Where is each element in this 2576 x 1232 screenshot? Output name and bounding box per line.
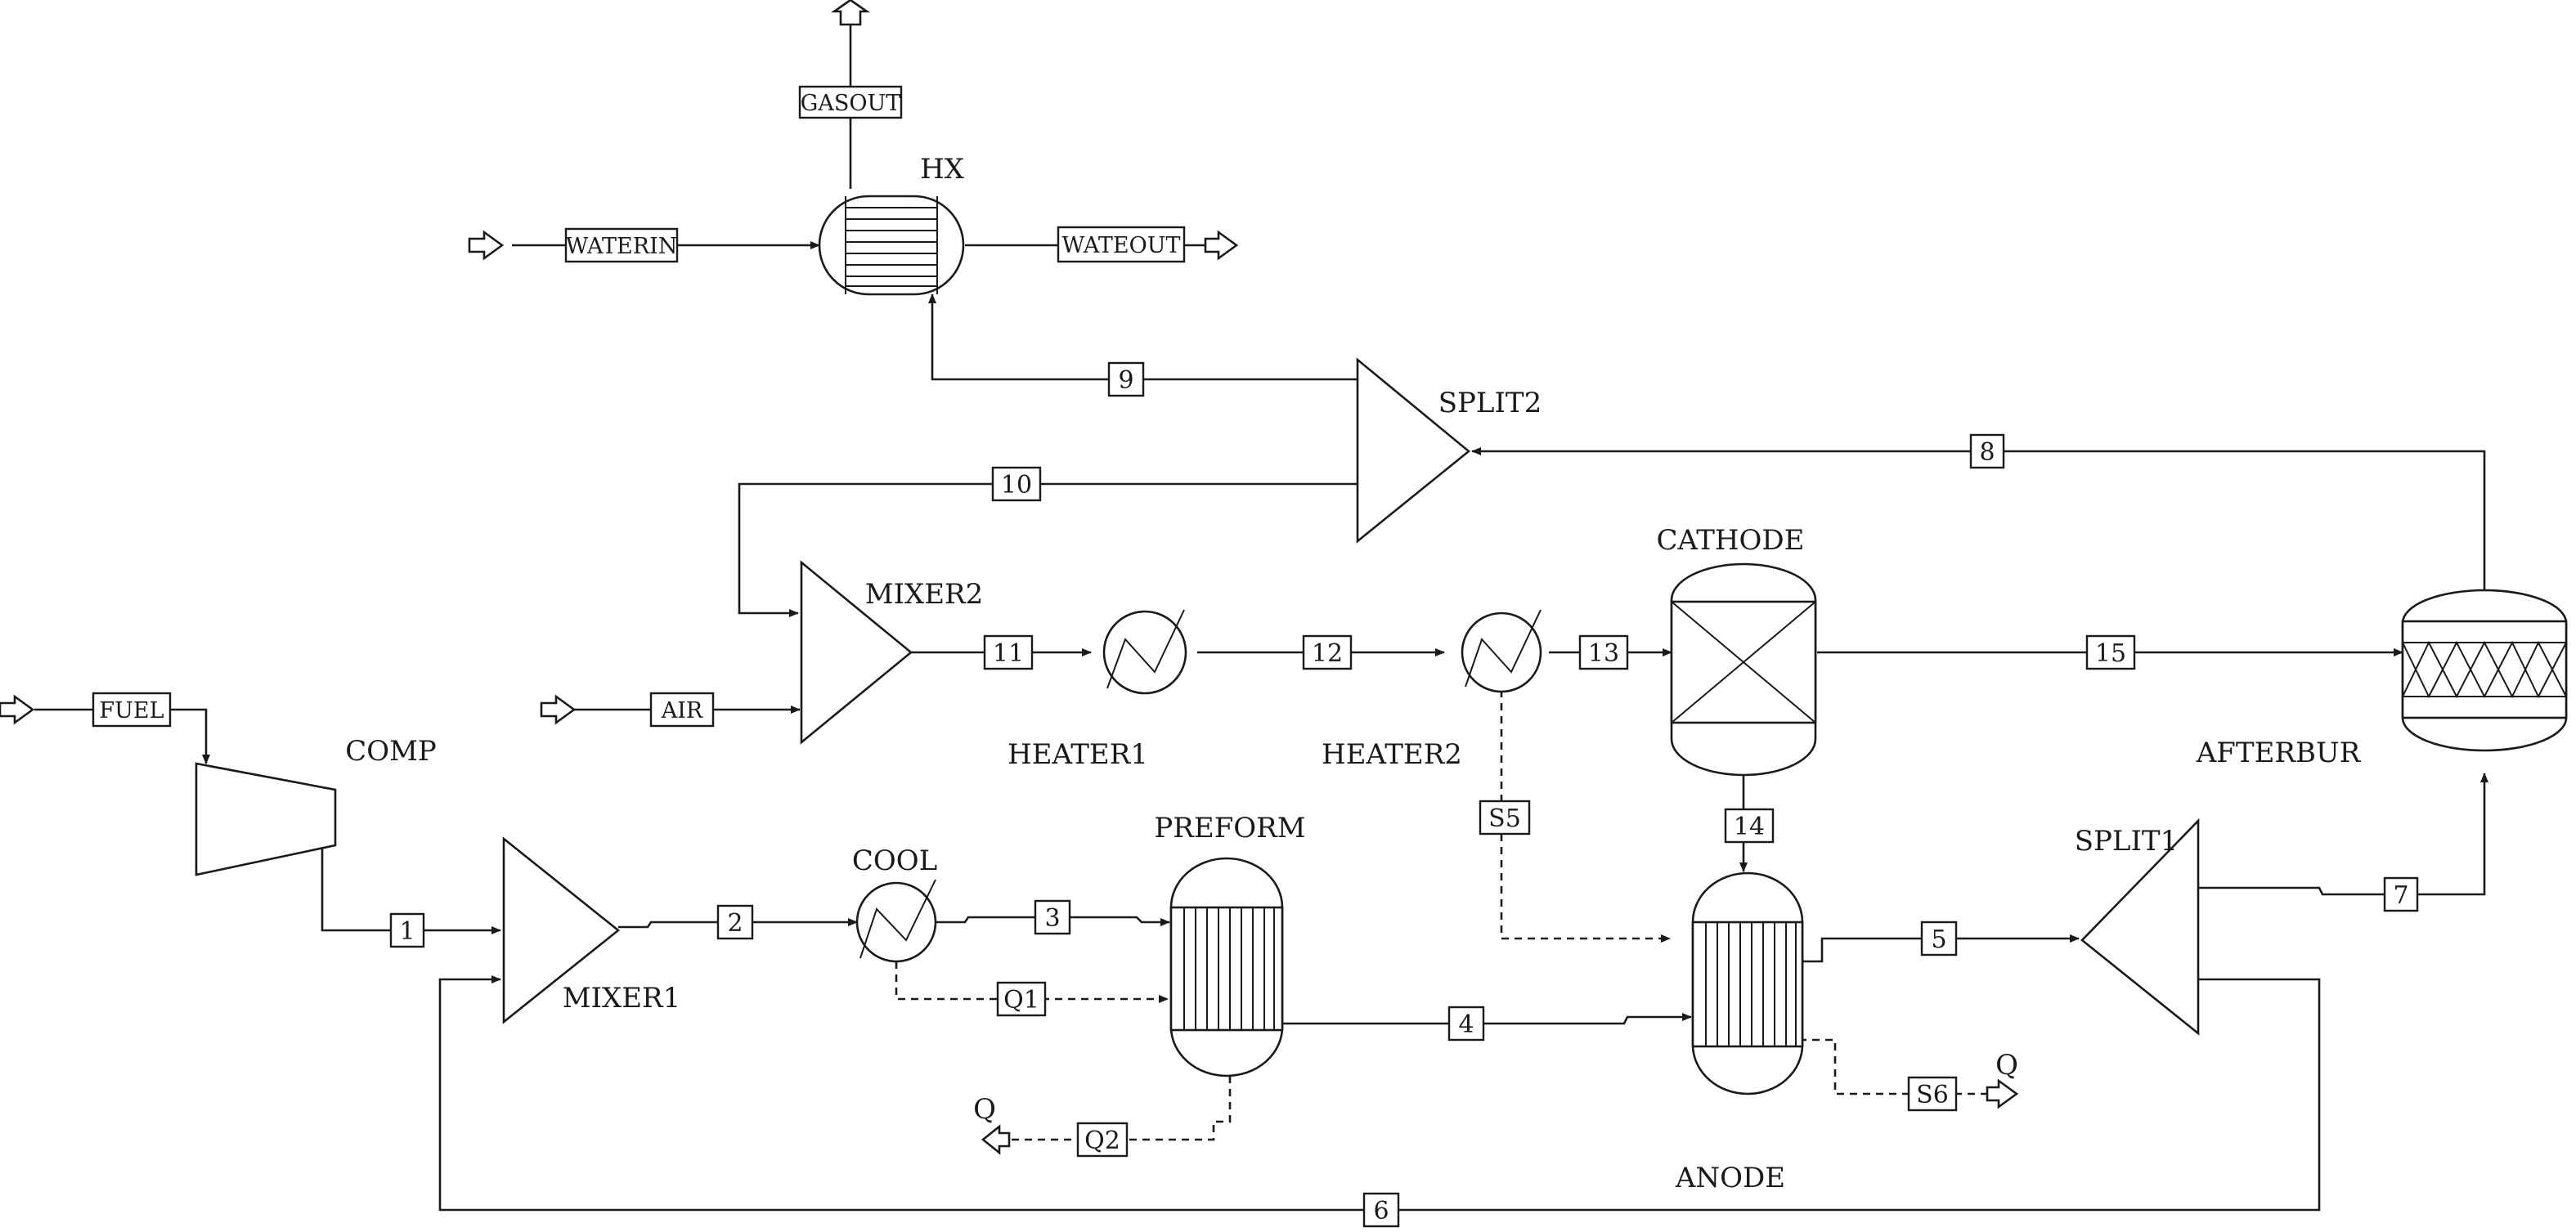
split1-label: SPLIT1 — [2075, 825, 2179, 858]
stream-2-line — [618, 918, 858, 929]
wateout-product-arrow-icon — [1204, 230, 1239, 261]
stream-5-label: 5 — [1931, 925, 1946, 954]
afterbur-reactor — [2401, 589, 2568, 752]
stream-14-tag: 14 — [1724, 808, 1775, 844]
stream-2-tag: 2 — [716, 904, 754, 940]
split2-splitter — [1356, 357, 1471, 544]
stream-q2-tag: Q2 — [1076, 1122, 1129, 1158]
stream-7-tag: 7 — [2383, 876, 2419, 912]
preform-label: PREFORM — [1154, 812, 1305, 844]
stream-3-tag: 3 — [1034, 899, 1071, 935]
cathode-reactor — [1670, 562, 1817, 777]
stream-s6-label: S6 — [1916, 1081, 1949, 1109]
stream-5-tag: 5 — [1920, 921, 1958, 956]
stream-1-label: 1 — [399, 917, 415, 946]
gasout-tag: GASOUT — [798, 85, 903, 119]
gasout-label: GASOUT — [801, 91, 900, 116]
preform-reactor — [1169, 857, 1284, 1077]
stream-11-label: 11 — [993, 639, 1024, 668]
waterin-label: WATERIN — [566, 234, 678, 259]
gasout-product-arrow-icon — [830, 0, 871, 26]
air-tag: AIR — [649, 692, 715, 728]
air-label: AIR — [661, 698, 703, 724]
stream-9-line — [928, 293, 1358, 381]
split1-splitter — [2080, 818, 2200, 1036]
stream-3-label: 3 — [1044, 904, 1060, 933]
fuel-label: FUEL — [99, 698, 164, 724]
fuel-tag: FUEL — [92, 692, 172, 728]
cathode-label: CATHODE — [1657, 524, 1805, 557]
stream-s6-tag: S6 — [1907, 1076, 1958, 1112]
mixer1-mixer — [502, 836, 621, 1024]
stream-8-tag: 8 — [1969, 433, 2005, 469]
stream-6-line — [438, 975, 2321, 1212]
stream-7-label: 7 — [2393, 881, 2408, 910]
stream-4-line — [1282, 1013, 1692, 1025]
stream-s6-line — [1799, 1038, 1987, 1095]
stream-4-tag: 4 — [1447, 1006, 1485, 1042]
hx-label: HX — [920, 153, 965, 186]
cool-label: COOL — [852, 844, 937, 877]
stream-12-label: 12 — [1312, 639, 1343, 668]
wateout-tag: WATEOUT — [1057, 226, 1186, 263]
stream-6-label: 6 — [1373, 1197, 1389, 1225]
stream-10-label: 10 — [1001, 471, 1032, 500]
stream-4-label: 4 — [1458, 1010, 1474, 1039]
air-feed-arrow-icon — [540, 694, 577, 725]
stream-8-line — [1471, 447, 2486, 590]
stream-1-tag: 1 — [389, 912, 425, 948]
stream-11-tag: 11 — [983, 634, 1034, 670]
mixer2-label: MIXER2 — [865, 578, 984, 611]
stream-13-tag: 13 — [1578, 634, 1629, 670]
afterbur-label: AFTERBUR — [2196, 737, 2362, 769]
hx-exchanger — [818, 195, 965, 296]
stream-12-tag: 12 — [1302, 634, 1353, 670]
heater1-label: HEATER1 — [1008, 738, 1148, 771]
stream-q1-tag: Q1 — [996, 981, 1047, 1017]
stream-15-tag: 15 — [2085, 634, 2136, 670]
q-anode-label: Q — [1995, 1049, 2018, 1082]
q-preform-label: Q — [973, 1093, 996, 1126]
stream-14-label: 14 — [1734, 813, 1765, 841]
stream-q2-label: Q2 — [1084, 1127, 1120, 1155]
stream-10-tag: 10 — [991, 466, 1042, 502]
wateout-label: WATEOUT — [1061, 233, 1180, 258]
q-anode-arrow-icon — [1986, 1078, 2019, 1109]
heater2-heater — [1461, 609, 1542, 693]
stream-9-label: 9 — [1118, 366, 1133, 395]
stream-q2-line — [1009, 1076, 1232, 1141]
waterin-feed-arrow-icon — [468, 230, 505, 261]
heater1-heater — [1102, 609, 1187, 695]
stream-2-label: 2 — [727, 909, 743, 938]
stream-1-line — [321, 844, 501, 934]
comp-compressor — [195, 762, 337, 876]
mixer2-mixer — [800, 560, 913, 745]
fuel-feed-arrow-icon — [0, 694, 35, 725]
split2-label: SPLIT2 — [1438, 387, 1542, 419]
stream-10-line — [738, 482, 1358, 617]
stream-s5-line — [1500, 677, 1671, 943]
stream-q1-label: Q1 — [1003, 986, 1039, 1015]
stream-9-tag: 9 — [1107, 361, 1145, 397]
stream-6-tag: 6 — [1362, 1192, 1400, 1228]
stream-8-label: 8 — [1979, 438, 1995, 467]
stream-13-label: 13 — [1588, 639, 1619, 668]
stream-15-label: 15 — [2095, 639, 2126, 668]
stream-s5-tag: S5 — [1479, 800, 1531, 836]
waterin-tag: WATERIN — [564, 227, 679, 263]
fuel-line — [34, 708, 210, 764]
heater2-label: HEATER2 — [1322, 738, 1462, 771]
anode-label: ANODE — [1675, 1162, 1785, 1194]
mixer1-label: MIXER1 — [563, 982, 681, 1015]
stream-s5-label: S5 — [1488, 804, 1521, 833]
stream-7-line — [2198, 773, 2488, 896]
q-preform-arrow-icon — [981, 1124, 1011, 1155]
cool-cooler — [855, 879, 937, 963]
anode-reactor — [1691, 871, 1804, 1095]
comp-label: COMP — [345, 735, 437, 768]
